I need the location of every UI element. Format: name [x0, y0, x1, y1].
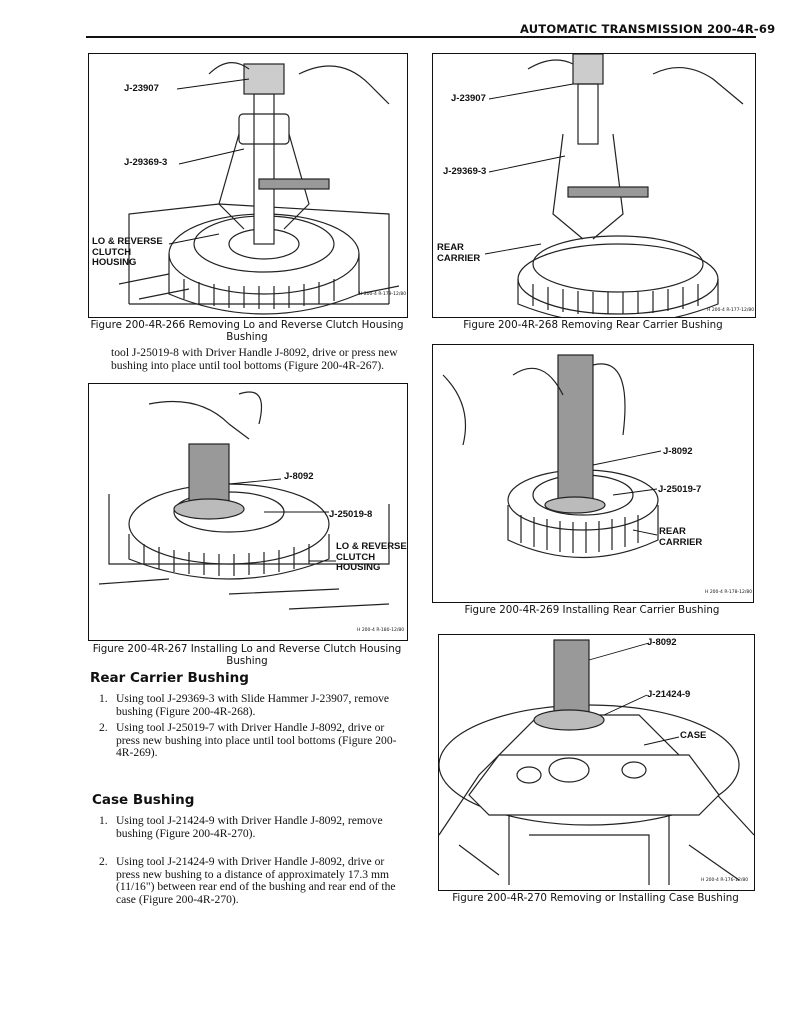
- figure-270-caption: Figure 200-4R-270 Removing or Installing…: [452, 892, 739, 904]
- step-text: Using tool J-21424-9 with Driver Handle …: [116, 855, 396, 906]
- step-number: 1.: [99, 814, 108, 827]
- figure-266: J-23907 J-29369-3 LO & REVERSE CLUTCH HO…: [88, 53, 408, 318]
- figure-270-illustration: [439, 639, 754, 885]
- figure-269: J-8092 J-25019-7 REAR CARRIER H 200-4 R-…: [432, 344, 754, 603]
- step-text: Using tool J-29369-3 with Slide Hammer J…: [116, 692, 390, 718]
- figure-269-label-3: REAR CARRIER: [659, 526, 703, 548]
- step-number: 2.: [99, 721, 108, 734]
- header-rule: [86, 36, 756, 38]
- figure-266-label-2: J-29369-3: [124, 157, 168, 168]
- figure-266-code: H 200-4 R-179-12/80: [359, 292, 407, 297]
- figure-267-label-1: J-8092: [284, 471, 314, 482]
- figure-269-label-1: J-8092: [663, 446, 693, 457]
- figure-269-label-2: J-25019-7: [658, 484, 702, 495]
- figure-266-caption: Figure 200-4R-266 Removing Lo and Revers…: [90, 319, 404, 343]
- figure-267-illustration: [98, 391, 390, 610]
- figure-266-label-3: LO & REVERSE CLUTCH HOUSING: [92, 236, 163, 268]
- figure-269-illustration: [442, 354, 662, 558]
- intro-text: tool J-25019-8 with Driver Handle J-8092…: [111, 346, 398, 372]
- step-number: 1.: [99, 692, 108, 705]
- figure-267-label-3: LO & REVERSE CLUTCH HOUSING: [336, 541, 407, 573]
- case-bushing-heading: Case Bushing: [92, 792, 195, 808]
- figure-268-label-1: J-23907: [451, 93, 486, 104]
- figure-266-illustration: [118, 62, 400, 315]
- figure-270-label-2: J-21424-9: [647, 689, 691, 700]
- figure-268-label-3: REAR CARRIER: [437, 242, 481, 264]
- figure-266-label-1: J-23907: [124, 83, 159, 94]
- figure-268: J-23907 J-29369-3 REAR CARRIER H 200-4 R…: [432, 53, 756, 318]
- step-number: 2.: [99, 855, 108, 868]
- figure-270-code: H 200-4 R-176-12/80: [701, 878, 749, 883]
- figure-268-illustration: [484, 54, 744, 317]
- figure-270-label-1: J-8092: [647, 637, 677, 648]
- figure-267-caption: Figure 200-4R-267 Installing Lo and Reve…: [92, 643, 402, 667]
- figure-270: J-8092 J-21424-9 CASE H 200-4 R-176-12/8…: [438, 634, 755, 891]
- figure-267-label-2: J-25019-8: [329, 509, 373, 520]
- figure-267: J-8092 J-25019-8 LO & REVERSE CLUTCH HOU…: [88, 383, 408, 641]
- figure-269-code: H 200-4 R-178-12/80: [705, 590, 753, 595]
- figure-267-code: H 200-4 R-180-12/80: [357, 628, 405, 633]
- figure-268-label-2: J-29369-3: [443, 166, 487, 177]
- figure-270-label-3: CASE: [680, 730, 707, 741]
- figure-268-caption: Figure 200-4R-268 Removing Rear Carrier …: [463, 319, 723, 331]
- page-header: AUTOMATIC TRANSMISSION 200-4R-69: [520, 22, 776, 36]
- figure-268-code: H 200-4 R-177-12/80: [707, 308, 755, 313]
- step-text: Using tool J-25019-7 with Driver Handle …: [116, 721, 397, 760]
- figure-269-caption: Figure 200-4R-269 Installing Rear Carrie…: [464, 604, 720, 616]
- rear-carrier-heading: Rear Carrier Bushing: [90, 670, 249, 686]
- step-text: Using tool J-21424-9 with Driver Handle …: [116, 814, 383, 840]
